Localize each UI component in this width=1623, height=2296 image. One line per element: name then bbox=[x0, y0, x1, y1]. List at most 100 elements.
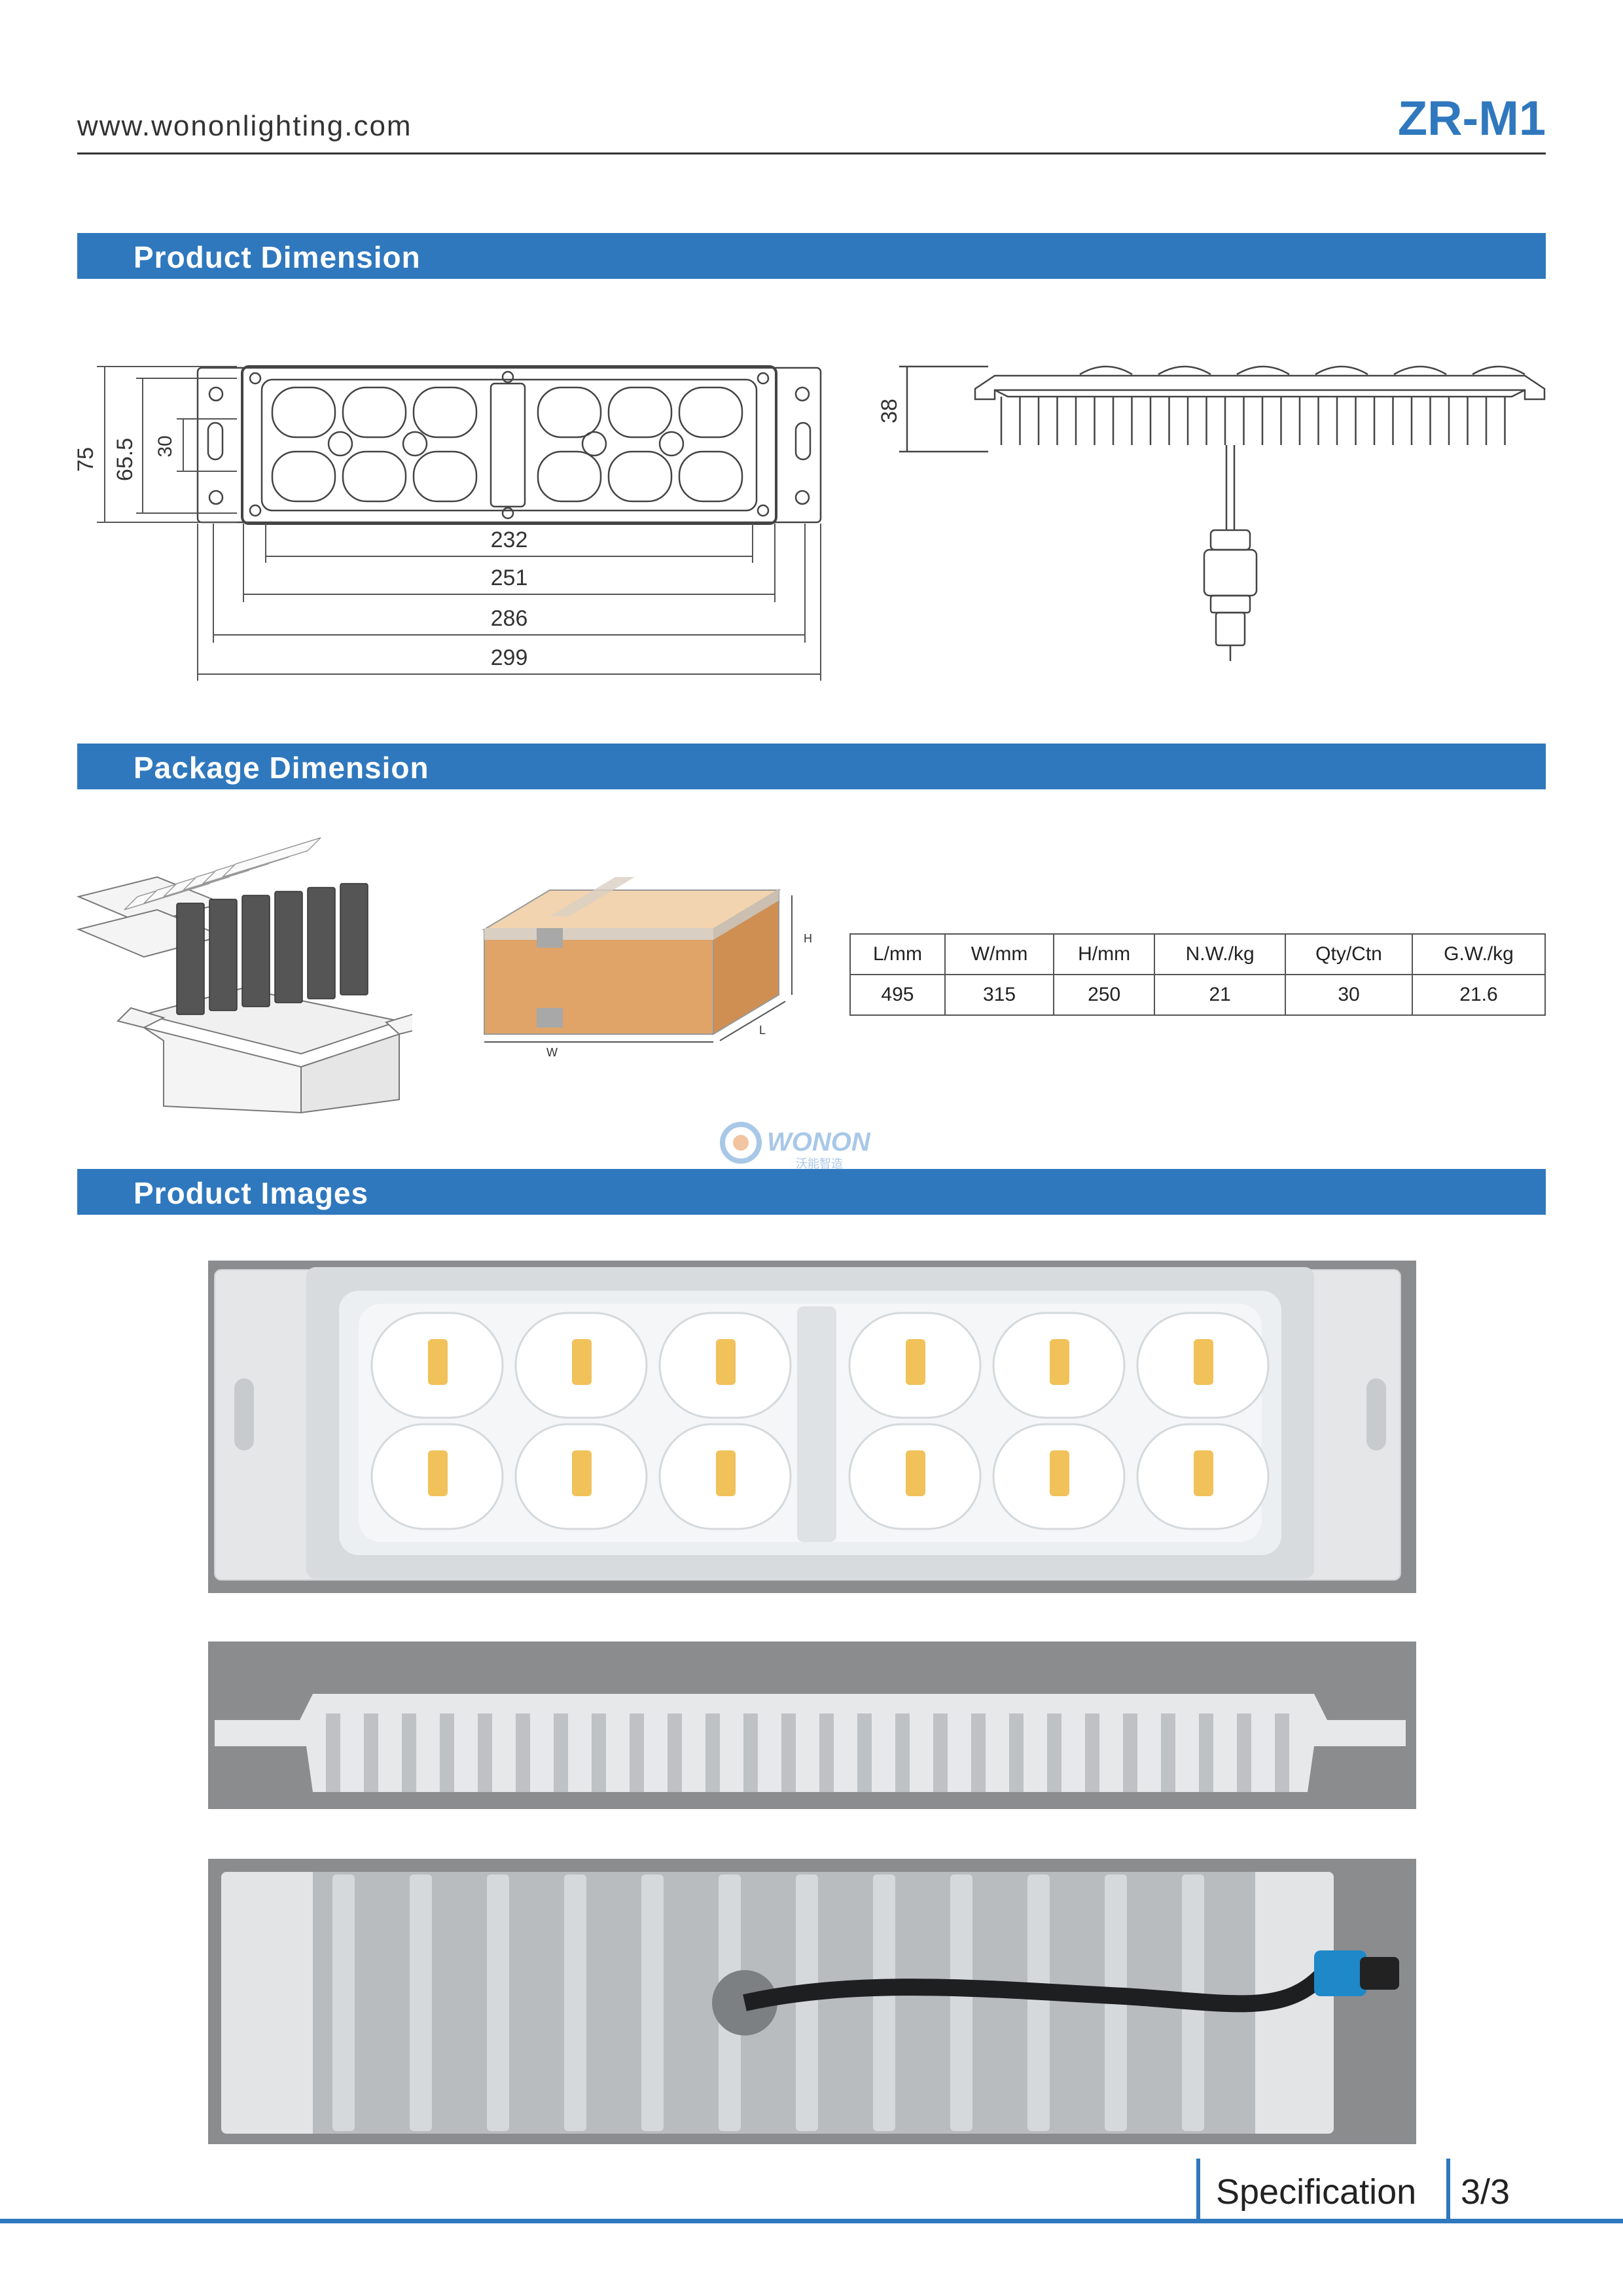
section-band-product-dimension: Product Dimension bbox=[77, 233, 1546, 279]
heat-sink-fin bbox=[781, 1713, 796, 1792]
box-label-w: W bbox=[546, 1046, 558, 1059]
footer-page-number: 3/3 bbox=[1461, 2172, 1510, 2212]
dim-38: 38 bbox=[877, 399, 902, 423]
heat-sink-fin bbox=[950, 1874, 972, 2131]
heat-sink-fin bbox=[1161, 1713, 1175, 1792]
top-view-drawing: 75 65.5 30 232 251 286 299 bbox=[73, 365, 822, 681]
heat-sink-fin bbox=[1027, 1874, 1050, 2131]
cell-qty: 30 bbox=[1285, 974, 1413, 1016]
col-height: H/mm bbox=[1053, 933, 1156, 975]
heat-sink-fin bbox=[564, 1874, 586, 2131]
product-photo-back-view bbox=[208, 1859, 1416, 2144]
heat-sink-fin bbox=[410, 1874, 432, 2131]
model-number: ZR-M1 bbox=[1397, 91, 1546, 145]
dim-299: 299 bbox=[491, 645, 528, 670]
heat-sink-fin bbox=[796, 1874, 818, 2131]
heat-sink-fin bbox=[819, 1713, 834, 1792]
heat-sink-fin bbox=[895, 1713, 910, 1792]
footer-bar-right bbox=[1446, 2159, 1450, 2219]
heat-sink-fin bbox=[326, 1713, 340, 1792]
table-row: 495 315 250 21 30 21.6 bbox=[849, 974, 1546, 1016]
cell-gross-weight: 21.6 bbox=[1411, 974, 1546, 1016]
table-header-row: L/mm W/mm H/mm N.W./kg Qty/Ctn G.W./kg bbox=[849, 933, 1546, 975]
product-photo-top-view bbox=[208, 1261, 1416, 1593]
led-lens bbox=[658, 1423, 792, 1530]
col-qty: Qty/Ctn bbox=[1285, 933, 1413, 975]
led-lens bbox=[370, 1312, 504, 1419]
dim-75: 75 bbox=[73, 447, 98, 472]
col-width: W/mm bbox=[944, 933, 1055, 975]
led-module-side-render bbox=[215, 1694, 1406, 1792]
led-lens bbox=[848, 1423, 982, 1530]
dim-65-5: 65.5 bbox=[113, 438, 137, 481]
heat-sink-fin bbox=[440, 1713, 454, 1792]
heat-sink-fin bbox=[1085, 1713, 1099, 1792]
product-photo-side-view bbox=[208, 1641, 1416, 1809]
box-label-h: H bbox=[804, 932, 812, 945]
heat-sink-fin bbox=[705, 1713, 720, 1792]
cell-width: 315 bbox=[944, 974, 1055, 1016]
heat-sink-fin bbox=[873, 1874, 895, 2131]
dim-286: 286 bbox=[491, 606, 528, 631]
dim-30: 30 bbox=[154, 435, 176, 457]
watermark-brand: WONON bbox=[767, 1128, 871, 1157]
section-title: Package Dimension bbox=[134, 751, 429, 785]
footer-bar-left bbox=[1196, 2159, 1200, 2219]
cell-net-weight: 21 bbox=[1154, 974, 1287, 1016]
heat-sink-fin bbox=[641, 1874, 664, 2131]
led-lens bbox=[514, 1423, 648, 1530]
section-title: Product Dimension bbox=[134, 240, 421, 274]
heat-sink-fin bbox=[1199, 1713, 1213, 1792]
heat-sink-fin bbox=[516, 1713, 530, 1792]
heat-sink-fin bbox=[332, 1874, 355, 2131]
carton-box-illustration: H W L bbox=[482, 877, 812, 1059]
led-lens bbox=[992, 1312, 1126, 1419]
heat-sink-fin bbox=[478, 1713, 492, 1792]
package-spec-table: L/mm W/mm H/mm N.W./kg Qty/Ctn G.W./kg 4… bbox=[849, 933, 1546, 1016]
cell-length: 495 bbox=[849, 974, 946, 1016]
heat-sink-fin bbox=[1237, 1713, 1251, 1792]
led-module-top-render bbox=[214, 1267, 1401, 1581]
led-lens bbox=[514, 1312, 648, 1419]
heat-sink-fin bbox=[971, 1713, 986, 1792]
col-net-weight: N.W./kg bbox=[1154, 933, 1287, 975]
side-view-drawing: 38 bbox=[877, 365, 1546, 661]
led-lens bbox=[848, 1312, 982, 1419]
heat-sink-fin bbox=[1047, 1713, 1061, 1792]
heat-sink-fin bbox=[1009, 1713, 1024, 1792]
footer-label: Specification bbox=[1216, 2172, 1417, 2212]
dim-251: 251 bbox=[491, 565, 528, 590]
section-band-product-images: Product Images bbox=[77, 1169, 1546, 1215]
heat-sink-fin bbox=[1275, 1713, 1289, 1792]
watermark-sub: 沃能智造 bbox=[796, 1157, 843, 1170]
heat-sink-fin bbox=[668, 1713, 682, 1792]
header-divider bbox=[77, 152, 1546, 154]
box-label-l: L bbox=[759, 1024, 766, 1037]
col-length: L/mm bbox=[849, 933, 946, 975]
section-title: Product Images bbox=[134, 1176, 369, 1210]
led-module-back-render bbox=[221, 1872, 1399, 2134]
heat-sink-fin bbox=[743, 1713, 758, 1792]
heat-sink-fin bbox=[933, 1713, 948, 1792]
section-band-package-dimension: Package Dimension bbox=[77, 744, 1546, 789]
heat-sink-fin bbox=[857, 1713, 872, 1792]
led-lens bbox=[1136, 1312, 1270, 1419]
packaging-exploded-illustration bbox=[76, 837, 412, 1114]
dim-232: 232 bbox=[491, 528, 528, 552]
heat-sink-fin bbox=[630, 1713, 644, 1792]
heat-sink-fin bbox=[592, 1713, 606, 1792]
website-url: www.wononlighting.com bbox=[77, 110, 412, 142]
heat-sink-fin bbox=[487, 1874, 509, 2131]
led-lens bbox=[992, 1423, 1126, 1530]
wonon-watermark-logo: WONON 沃能智造 bbox=[720, 1122, 871, 1170]
col-gross-weight: G.W./kg bbox=[1411, 933, 1546, 975]
cell-height: 250 bbox=[1053, 974, 1156, 1016]
heat-sink-fin bbox=[402, 1713, 416, 1792]
heat-sink-fin bbox=[1123, 1713, 1137, 1792]
footer-rule bbox=[0, 2219, 1623, 2223]
led-lens bbox=[1136, 1423, 1270, 1530]
led-lens bbox=[370, 1423, 504, 1530]
led-lens bbox=[658, 1312, 792, 1419]
heat-sink-fin bbox=[554, 1713, 568, 1792]
heat-sink-fin bbox=[364, 1713, 378, 1792]
